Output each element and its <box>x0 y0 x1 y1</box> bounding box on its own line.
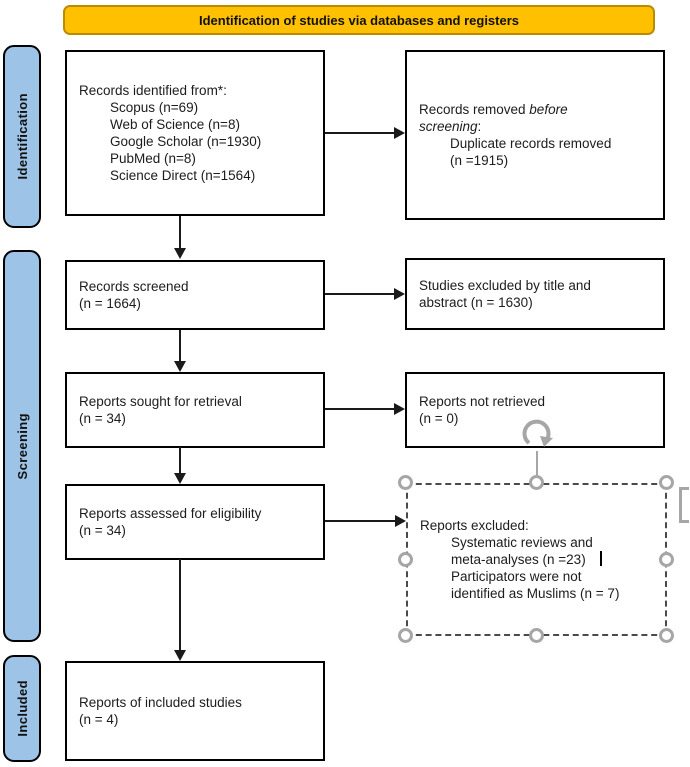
text-line: PubMed (n=8) <box>110 151 196 166</box>
text-line: screening: <box>419 119 482 134</box>
rotate-icon[interactable] <box>520 416 556 452</box>
stage-pill-screening[interactable]: Screening <box>3 250 41 642</box>
arrow-assessed-to-included[interactable] <box>174 559 186 661</box>
banner[interactable]: Identification of studies via databases … <box>63 5 655 35</box>
box-records-screened[interactable]: Records screened (n = 1664) <box>65 260 325 330</box>
selection-handle-ne[interactable] <box>659 475 674 490</box>
text-line: (n = 1664) <box>79 296 141 311</box>
box-records-removed[interactable]: Records removed before screening: Duplicat… <box>405 50 665 220</box>
box-reports-not-retrieved[interactable]: Reports not retrieved (n = 0) <box>405 372 665 448</box>
rotation-handle-stem <box>536 451 538 477</box>
text-line: Reports not retrieved <box>419 394 546 409</box>
text-line: (n = 34) <box>79 523 126 538</box>
text-line: Reports excluded: <box>420 518 529 533</box>
text-line: (n =1915) <box>450 153 509 168</box>
text-line: abstract (n = 1630) <box>419 295 533 310</box>
text-line: meta-analyses (n =23) <box>451 552 586 567</box>
text-line: Duplicate records removed <box>450 136 612 151</box>
text-line: (n = 4) <box>79 712 119 727</box>
stage-pill-included[interactable]: Included <box>3 655 41 762</box>
text-cursor <box>600 551 602 566</box>
stage-pill-identification[interactable]: Identification <box>3 45 41 228</box>
box-reports-sought[interactable]: Reports sought for retrieval (n = 34) <box>65 372 325 448</box>
text-line: Google Scholar (n=1930) <box>110 134 262 149</box>
arrow-assessed-to-excluded-reports[interactable] <box>325 515 406 527</box>
text-line: Reports of included studies <box>79 695 242 710</box>
text-line: Reports assessed for eligibility <box>79 506 262 521</box>
text-line: Scopus (n=69) <box>110 100 199 115</box>
text-line: Science Direct (n=1564) <box>110 168 256 183</box>
text-line: identified as Muslims (n = 7) <box>451 586 620 601</box>
arrow-sought-to-assessed[interactable] <box>174 447 186 484</box>
box-studies-excluded-title-abstract[interactable]: Studies excluded by title and abstract (n… <box>405 258 665 330</box>
stage-label-identification: Identification <box>14 93 30 180</box>
text-line: Reports sought for retrieval <box>79 394 242 409</box>
text-line: Systematic reviews and <box>451 535 593 550</box>
arrow-screened-to-sought[interactable] <box>174 330 186 372</box>
text-line: Records removed before <box>419 102 568 117</box>
arrow-screened-to-excluded[interactable] <box>325 288 405 300</box>
stage-label-screening: Screening <box>14 412 30 480</box>
box-records-identified[interactable]: Records identified from*: Scopus (n=69) We… <box>65 50 325 216</box>
selection-handle-w[interactable] <box>398 552 413 567</box>
arrow-identified-to-screened[interactable] <box>174 216 186 259</box>
text-line: Records screened <box>79 279 189 294</box>
arrow-sought-to-not-retrieved[interactable] <box>325 403 405 415</box>
banner-label: Identification of studies via databases … <box>198 12 520 28</box>
selection-handle-s[interactable] <box>529 628 544 643</box>
arrow-identified-to-removed[interactable] <box>325 127 405 139</box>
selection-handle-se[interactable] <box>659 628 674 643</box>
text-line: (n = 0) <box>419 411 459 426</box>
text-line: Records identified from*: <box>79 83 227 98</box>
selection-handle-sw[interactable] <box>398 628 413 643</box>
box-reports-included[interactable]: Reports of included studies (n = 4) <box>65 661 325 761</box>
selection-handle-nw[interactable] <box>398 475 413 490</box>
text-line: Studies excluded by title and <box>419 278 591 293</box>
selection-handle-n[interactable] <box>529 475 544 490</box>
selection-handle-e[interactable] <box>659 552 674 567</box>
text-line: Web of Science (n=8) <box>110 117 240 132</box>
box-reports-assessed[interactable]: Reports assessed for eligibility (n = 34) <box>65 484 325 560</box>
box-reports-excluded-selected[interactable]: Reports excluded: Systematic reviews and m… <box>406 483 667 636</box>
side-bracket-marker <box>679 487 689 523</box>
text-line: (n = 34) <box>79 411 126 426</box>
text-line: Participators were not <box>451 569 582 584</box>
stage-label-included: Included <box>14 680 30 737</box>
